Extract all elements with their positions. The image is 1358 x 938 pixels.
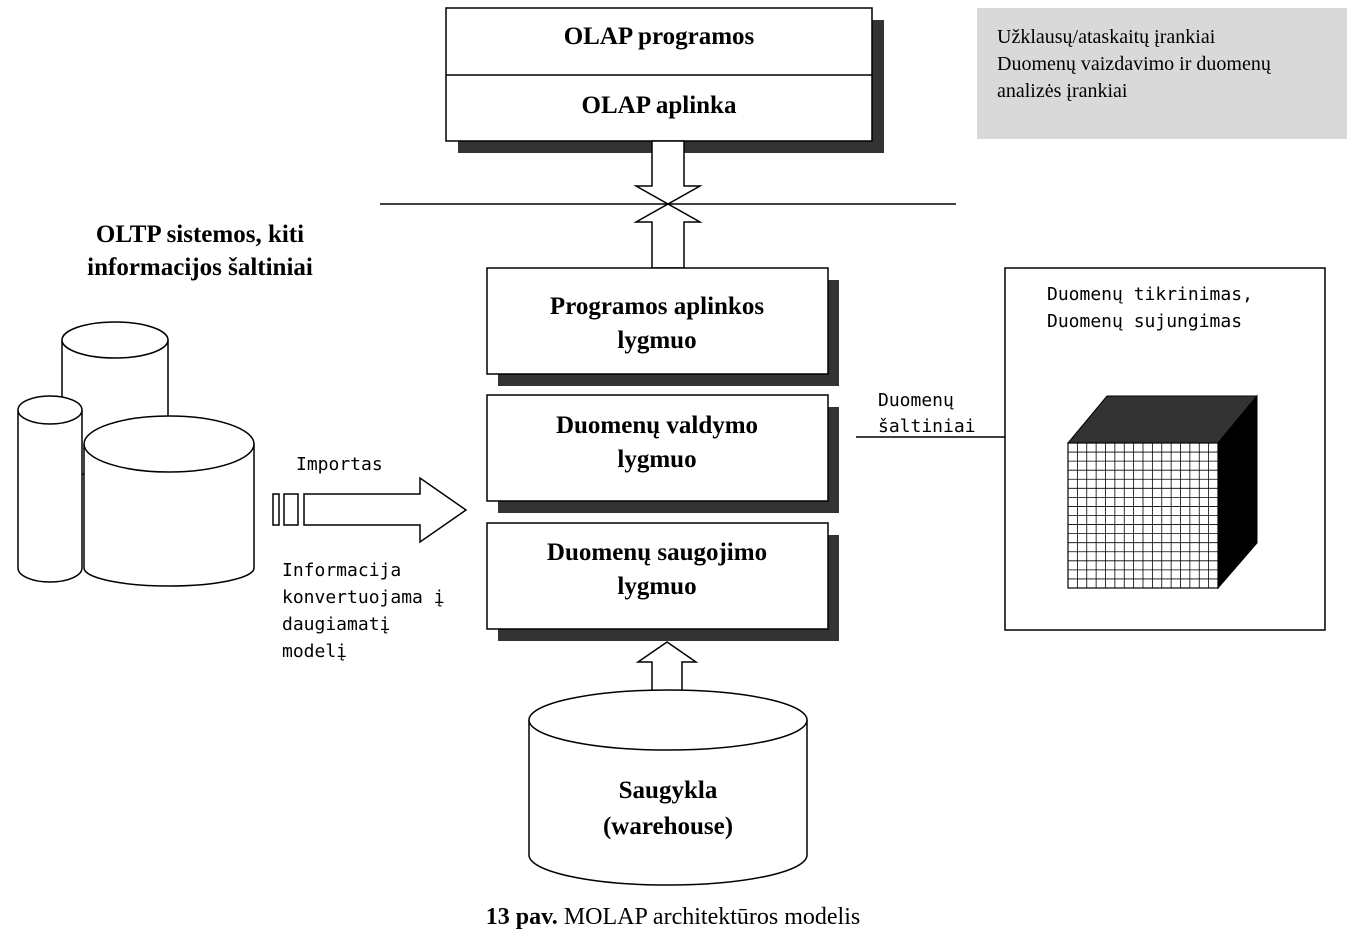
layer-data-storage-line-1: Duomenų saugojimo <box>547 539 767 566</box>
conversion-line-3: daugiamatį <box>282 614 390 635</box>
cube-box-line-1: Duomenų tikrinimas, <box>1047 284 1253 305</box>
caption-number: 13 pav. <box>486 904 558 930</box>
sources-title-line-2: informacijos šaltiniai <box>87 254 313 281</box>
conversion-line-2: konvertuojama į <box>282 587 445 608</box>
tools-box-background <box>977 8 1347 139</box>
sources-title-line-1: OLTP sistemos, kiti <box>96 221 304 248</box>
tools-box: Užklausų/ataskaitų įrankiai Duomenų vaiz… <box>977 8 1347 139</box>
layer-data-management: Duomenų valdymo lygmuo <box>486 394 839 513</box>
olap-programs-label: OLAP programos <box>564 23 755 50</box>
layer-data-storage: Duomenų saugojimo lygmuo <box>486 522 839 641</box>
database-cylinder-icon <box>17 321 255 587</box>
olap-environment-label: OLAP aplinka <box>582 92 737 119</box>
layer-application-line-2: lygmuo <box>617 327 696 354</box>
warehouse-line-1: Saugykla <box>619 777 718 804</box>
import-label: Importas <box>296 454 383 475</box>
cube-icon <box>1066 394 1259 590</box>
tools-line-2: Duomenų vaizdavimo ir duomenų <box>997 53 1272 75</box>
tools-line-1: Užklausų/ataskaitų įrankiai <box>997 26 1216 48</box>
block-arrow-icon <box>272 476 468 544</box>
sources-title: OLTP sistemos, kiti informacijos šaltini… <box>87 221 313 281</box>
data-sources-line-2: šaltiniai <box>878 416 976 437</box>
conversion-line-4: modelį <box>282 641 347 662</box>
warehouse-label: Saugykla (warehouse) <box>603 777 733 840</box>
warehouse-line-2: (warehouse) <box>603 813 733 840</box>
layer-data-management-line-1: Duomenų valdymo <box>556 412 758 439</box>
cube-box-line-2: Duomenų sujungimas <box>1047 311 1242 332</box>
caption-text: MOLAP architektūros modelis <box>558 904 860 930</box>
layer-data-management-line-2: lygmuo <box>617 446 696 473</box>
layer-data-storage-line-2: lygmuo <box>617 573 696 600</box>
figure-caption: 13 pav. MOLAP architektūros modelis <box>486 904 860 930</box>
olap-stack: OLAP programos OLAP aplinka <box>445 7 884 153</box>
double-arrow-icon <box>633 140 703 269</box>
conversion-note: Informacija konvertuojama į daugiamatį m… <box>282 560 445 662</box>
layer-application: Programos aplinkos lygmuo <box>486 267 839 386</box>
conversion-line-1: Informacija <box>282 560 401 581</box>
tools-line-3: analizės įrankiai <box>997 80 1128 102</box>
database-cylinder-icon <box>528 689 808 886</box>
data-sources-line-1: Duomenų <box>878 390 954 411</box>
layer-application-line-1: Programos aplinkos <box>550 293 764 320</box>
